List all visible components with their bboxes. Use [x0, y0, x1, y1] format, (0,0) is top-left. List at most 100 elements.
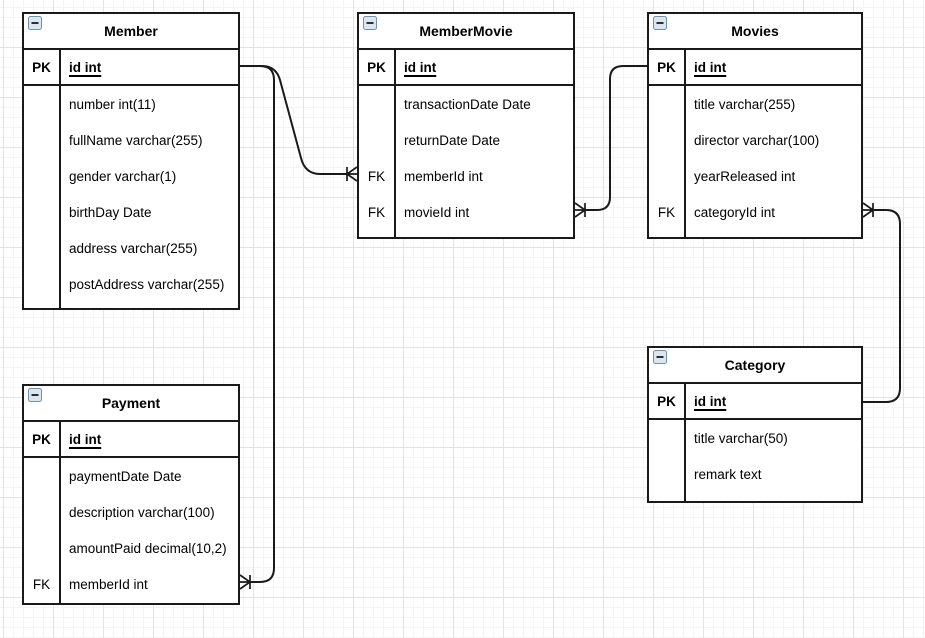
table-row[interactable]: remark text	[649, 456, 861, 492]
field-cell: memberId int	[404, 168, 483, 184]
key-cell	[24, 458, 59, 494]
field-cell: id int	[694, 393, 727, 409]
field-cell: title varchar(255)	[694, 96, 796, 112]
field-cell: director varchar(100)	[694, 132, 820, 148]
table-row[interactable]: director varchar(100)	[649, 122, 861, 158]
key-cell	[359, 86, 394, 122]
table-row[interactable]: FK categoryId int	[649, 194, 861, 230]
table-row[interactable]: transactionDate Date	[359, 86, 573, 122]
relation-member-membermovie[interactable]	[240, 65, 358, 182]
table-row[interactable]: FK memberId int	[359, 158, 573, 194]
collapse-icon[interactable]	[363, 16, 377, 30]
table-row[interactable]: returnDate Date	[359, 122, 573, 158]
collapse-icon[interactable]	[28, 388, 42, 402]
key-cell	[24, 86, 59, 122]
table-row[interactable]: birthDay Date	[24, 194, 238, 230]
field-cell: remark text	[694, 466, 762, 482]
field-cell: id int	[69, 59, 102, 75]
table-title: MemberMovie	[419, 23, 513, 39]
key-cell: FK	[367, 204, 386, 220]
table-row[interactable]: postAddress varchar(255)	[24, 266, 238, 302]
table-row[interactable]: description varchar(100)	[24, 494, 238, 530]
table-header[interactable]: Category	[649, 348, 861, 384]
column-divider	[684, 382, 686, 501]
table-row[interactable]: gender varchar(1)	[24, 158, 238, 194]
relation-movies-category[interactable]	[862, 202, 901, 403]
table-row[interactable]: PK id int	[359, 50, 573, 86]
column-divider	[59, 420, 61, 603]
key-cell	[24, 266, 59, 302]
field-cell: memberId int	[69, 576, 148, 592]
table-title: Member	[104, 23, 158, 39]
key-cell	[649, 158, 684, 194]
table-row[interactable]: number int(11)	[24, 86, 238, 122]
key-cell	[649, 456, 684, 492]
key-cell	[24, 194, 59, 230]
key-cell: FK	[657, 204, 676, 220]
field-cell: description varchar(100)	[69, 504, 215, 520]
table-row[interactable]: paymentDate Date	[24, 458, 238, 494]
key-cell: PK	[657, 393, 676, 409]
relation-payment-member[interactable]	[239, 65, 275, 590]
table-row[interactable]: PK id int	[649, 50, 861, 86]
table-row[interactable]: PK id int	[24, 50, 238, 86]
table-row[interactable]: PK id int	[649, 384, 861, 420]
collapse-icon[interactable]	[653, 350, 667, 364]
field-cell: id int	[69, 431, 102, 447]
entity-table-category[interactable]: Category PK id int title varchar(50) rem…	[647, 346, 863, 503]
table-row[interactable]: FK memberId int	[24, 566, 238, 602]
field-cell: paymentDate Date	[69, 468, 182, 484]
key-cell	[24, 158, 59, 194]
field-cell: returnDate Date	[404, 132, 501, 148]
field-cell: movieId int	[404, 204, 470, 220]
table-title: Category	[724, 357, 786, 373]
column-divider	[684, 48, 686, 237]
table-row[interactable]: PK id int	[24, 422, 238, 458]
field-cell: postAddress varchar(255)	[69, 276, 225, 292]
key-cell	[649, 122, 684, 158]
key-cell	[649, 86, 684, 122]
table-header[interactable]: Movies	[649, 14, 861, 50]
collapse-icon[interactable]	[28, 16, 42, 30]
relation-membermovie-movies[interactable]	[574, 65, 647, 218]
table-row[interactable]: yearReleased int	[649, 158, 861, 194]
field-cell: transactionDate Date	[404, 96, 531, 112]
table-row[interactable]: title varchar(255)	[649, 86, 861, 122]
table-header[interactable]: Payment	[24, 386, 238, 422]
key-cell: PK	[657, 59, 676, 75]
crows-foot-many-icon	[239, 574, 252, 590]
key-cell	[359, 122, 394, 158]
key-cell	[24, 230, 59, 266]
crows-foot-many-icon	[574, 202, 587, 218]
entity-table-payment[interactable]: Payment PK id int paymentDate Date descr…	[22, 384, 240, 605]
field-cell: categoryId int	[694, 204, 776, 220]
table-title: Movies	[731, 23, 779, 39]
field-cell: yearReleased int	[694, 168, 796, 184]
key-cell: FK	[32, 576, 51, 592]
field-cell: title varchar(50)	[694, 430, 788, 446]
key-cell: PK	[32, 431, 51, 447]
key-cell: PK	[32, 59, 51, 75]
table-title: Payment	[101, 395, 161, 411]
collapse-icon[interactable]	[653, 16, 667, 30]
crows-foot-many-icon	[862, 202, 875, 218]
table-row[interactable]: fullName varchar(255)	[24, 122, 238, 158]
entity-table-member[interactable]: Member PK id int number int(11) fullName…	[22, 12, 240, 310]
field-cell: number int(11)	[69, 96, 156, 112]
table-header[interactable]: MemberMovie	[359, 14, 573, 50]
column-divider	[59, 48, 61, 308]
field-cell: fullName varchar(255)	[69, 132, 203, 148]
entity-table-movies[interactable]: Movies PK id int title varchar(255) dire…	[647, 12, 863, 239]
table-row[interactable]: address varchar(255)	[24, 230, 238, 266]
table-row[interactable]: amountPaid decimal(10,2)	[24, 530, 238, 566]
column-divider	[394, 48, 396, 237]
table-row[interactable]: FK movieId int	[359, 194, 573, 230]
field-cell: birthDay Date	[69, 204, 152, 220]
field-cell: address varchar(255)	[69, 240, 198, 256]
key-cell: FK	[367, 168, 386, 184]
entity-table-membermovie[interactable]: MemberMovie PK id int transactionDate Da…	[357, 12, 575, 239]
table-header[interactable]: Member	[24, 14, 238, 50]
table-row[interactable]: title varchar(50)	[649, 420, 861, 456]
key-cell	[24, 494, 59, 530]
